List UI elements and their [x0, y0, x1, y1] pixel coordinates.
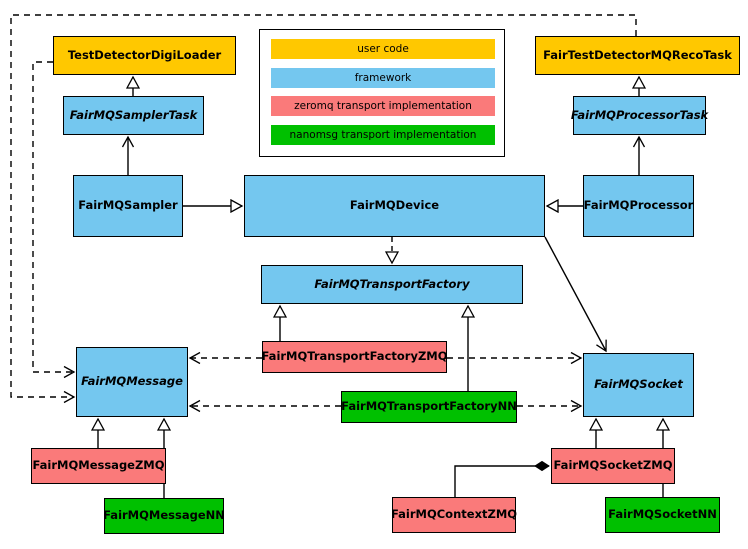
class-node-label: FairMQMessageNN: [103, 508, 225, 523]
legend-label-framework: framework: [354, 72, 412, 84]
legend-label-user-code: user code: [357, 43, 409, 55]
legend-item-framework: framework: [271, 68, 495, 88]
class-node-FairMQProcessorTask[interactable]: FairMQProcessorTask: [570, 96, 709, 135]
class-node-label: FairMQTransportFactoryNN: [341, 399, 517, 414]
class-node-FairMQSamplerTask[interactable]: FairMQSamplerTask: [63, 96, 204, 135]
class-node-FairTestDetectorMQRecoTask[interactable]: FairTestDetectorMQRecoTask: [535, 36, 740, 75]
class-node-label: FairMQTransportFactory: [314, 276, 470, 291]
edge-recotask-message: [10, 14, 637, 404]
class-node-FairMQMessage[interactable]: FairMQMessage: [76, 347, 188, 417]
legend-label-zeromq: zeromq transport implementation: [294, 100, 472, 112]
class-node-FairMQContextZMQ[interactable]: FairMQContextZMQ: [390, 497, 518, 533]
class-node-label: FairMQMessage: [81, 374, 183, 389]
class-node-FairMQDevice[interactable]: FairMQDevice: [244, 175, 545, 237]
class-node-FairMQTransportFactoryZMQ[interactable]: FairMQTransportFactoryZMQ: [261, 341, 448, 373]
legend-item-user-code: user code: [271, 39, 495, 59]
class-node-label: TestDetectorDigiLoader: [67, 47, 222, 62]
class-node-label: FairMQMessageZMQ: [32, 458, 165, 473]
class-node-label: FairMQSampler: [78, 198, 178, 213]
class-node-FairMQTransportFactory[interactable]: FairMQTransportFactory: [261, 265, 523, 304]
legend-panel: user code framework zeromq transport imp…: [259, 29, 505, 157]
class-node-FairMQSampler[interactable]: FairMQSampler: [73, 175, 183, 237]
class-node-FairMQProcessor[interactable]: FairMQProcessor: [583, 175, 694, 237]
class-node-FairMQSocket[interactable]: FairMQSocket: [583, 353, 694, 417]
class-node-FairMQSocketNN[interactable]: FairMQSocketNN: [605, 497, 720, 533]
class-node-FairMQMessageZMQ[interactable]: FairMQMessageZMQ: [31, 448, 166, 484]
class-node-label: FairMQSamplerTask: [69, 107, 198, 122]
class-node-label: FairMQProcessorTask: [570, 107, 709, 122]
class-node-label: FairTestDetectorMQRecoTask: [543, 47, 732, 62]
class-node-label: FairMQSocketZMQ: [553, 458, 673, 473]
class-node-label: FairMQContextZMQ: [390, 507, 518, 522]
class-node-TestDetectorDigiLoader[interactable]: TestDetectorDigiLoader: [53, 36, 236, 75]
class-node-label: FairMQTransportFactoryZMQ: [261, 349, 448, 364]
legend-item-zeromq: zeromq transport implementation: [271, 96, 495, 116]
class-node-FairMQMessageNN[interactable]: FairMQMessageNN: [103, 498, 225, 534]
class-node-FairMQSocketZMQ[interactable]: FairMQSocketZMQ: [551, 448, 675, 484]
legend-item-nanomsg: nanomsg transport implementation: [271, 125, 495, 145]
class-node-label: FairMQDevice: [349, 198, 440, 213]
class-node-label: FairMQSocketNN: [608, 507, 717, 522]
edge-device-socket: [544, 236, 607, 353]
edge-socketzmq-contextzmq: [454, 460, 550, 497]
legend-label-nanomsg: nanomsg transport implementation: [289, 129, 477, 141]
class-node-label: FairMQSocket: [594, 377, 683, 392]
class-node-FairMQTransportFactoryNN[interactable]: FairMQTransportFactoryNN: [341, 391, 517, 423]
class-node-label: FairMQProcessor: [583, 198, 694, 213]
